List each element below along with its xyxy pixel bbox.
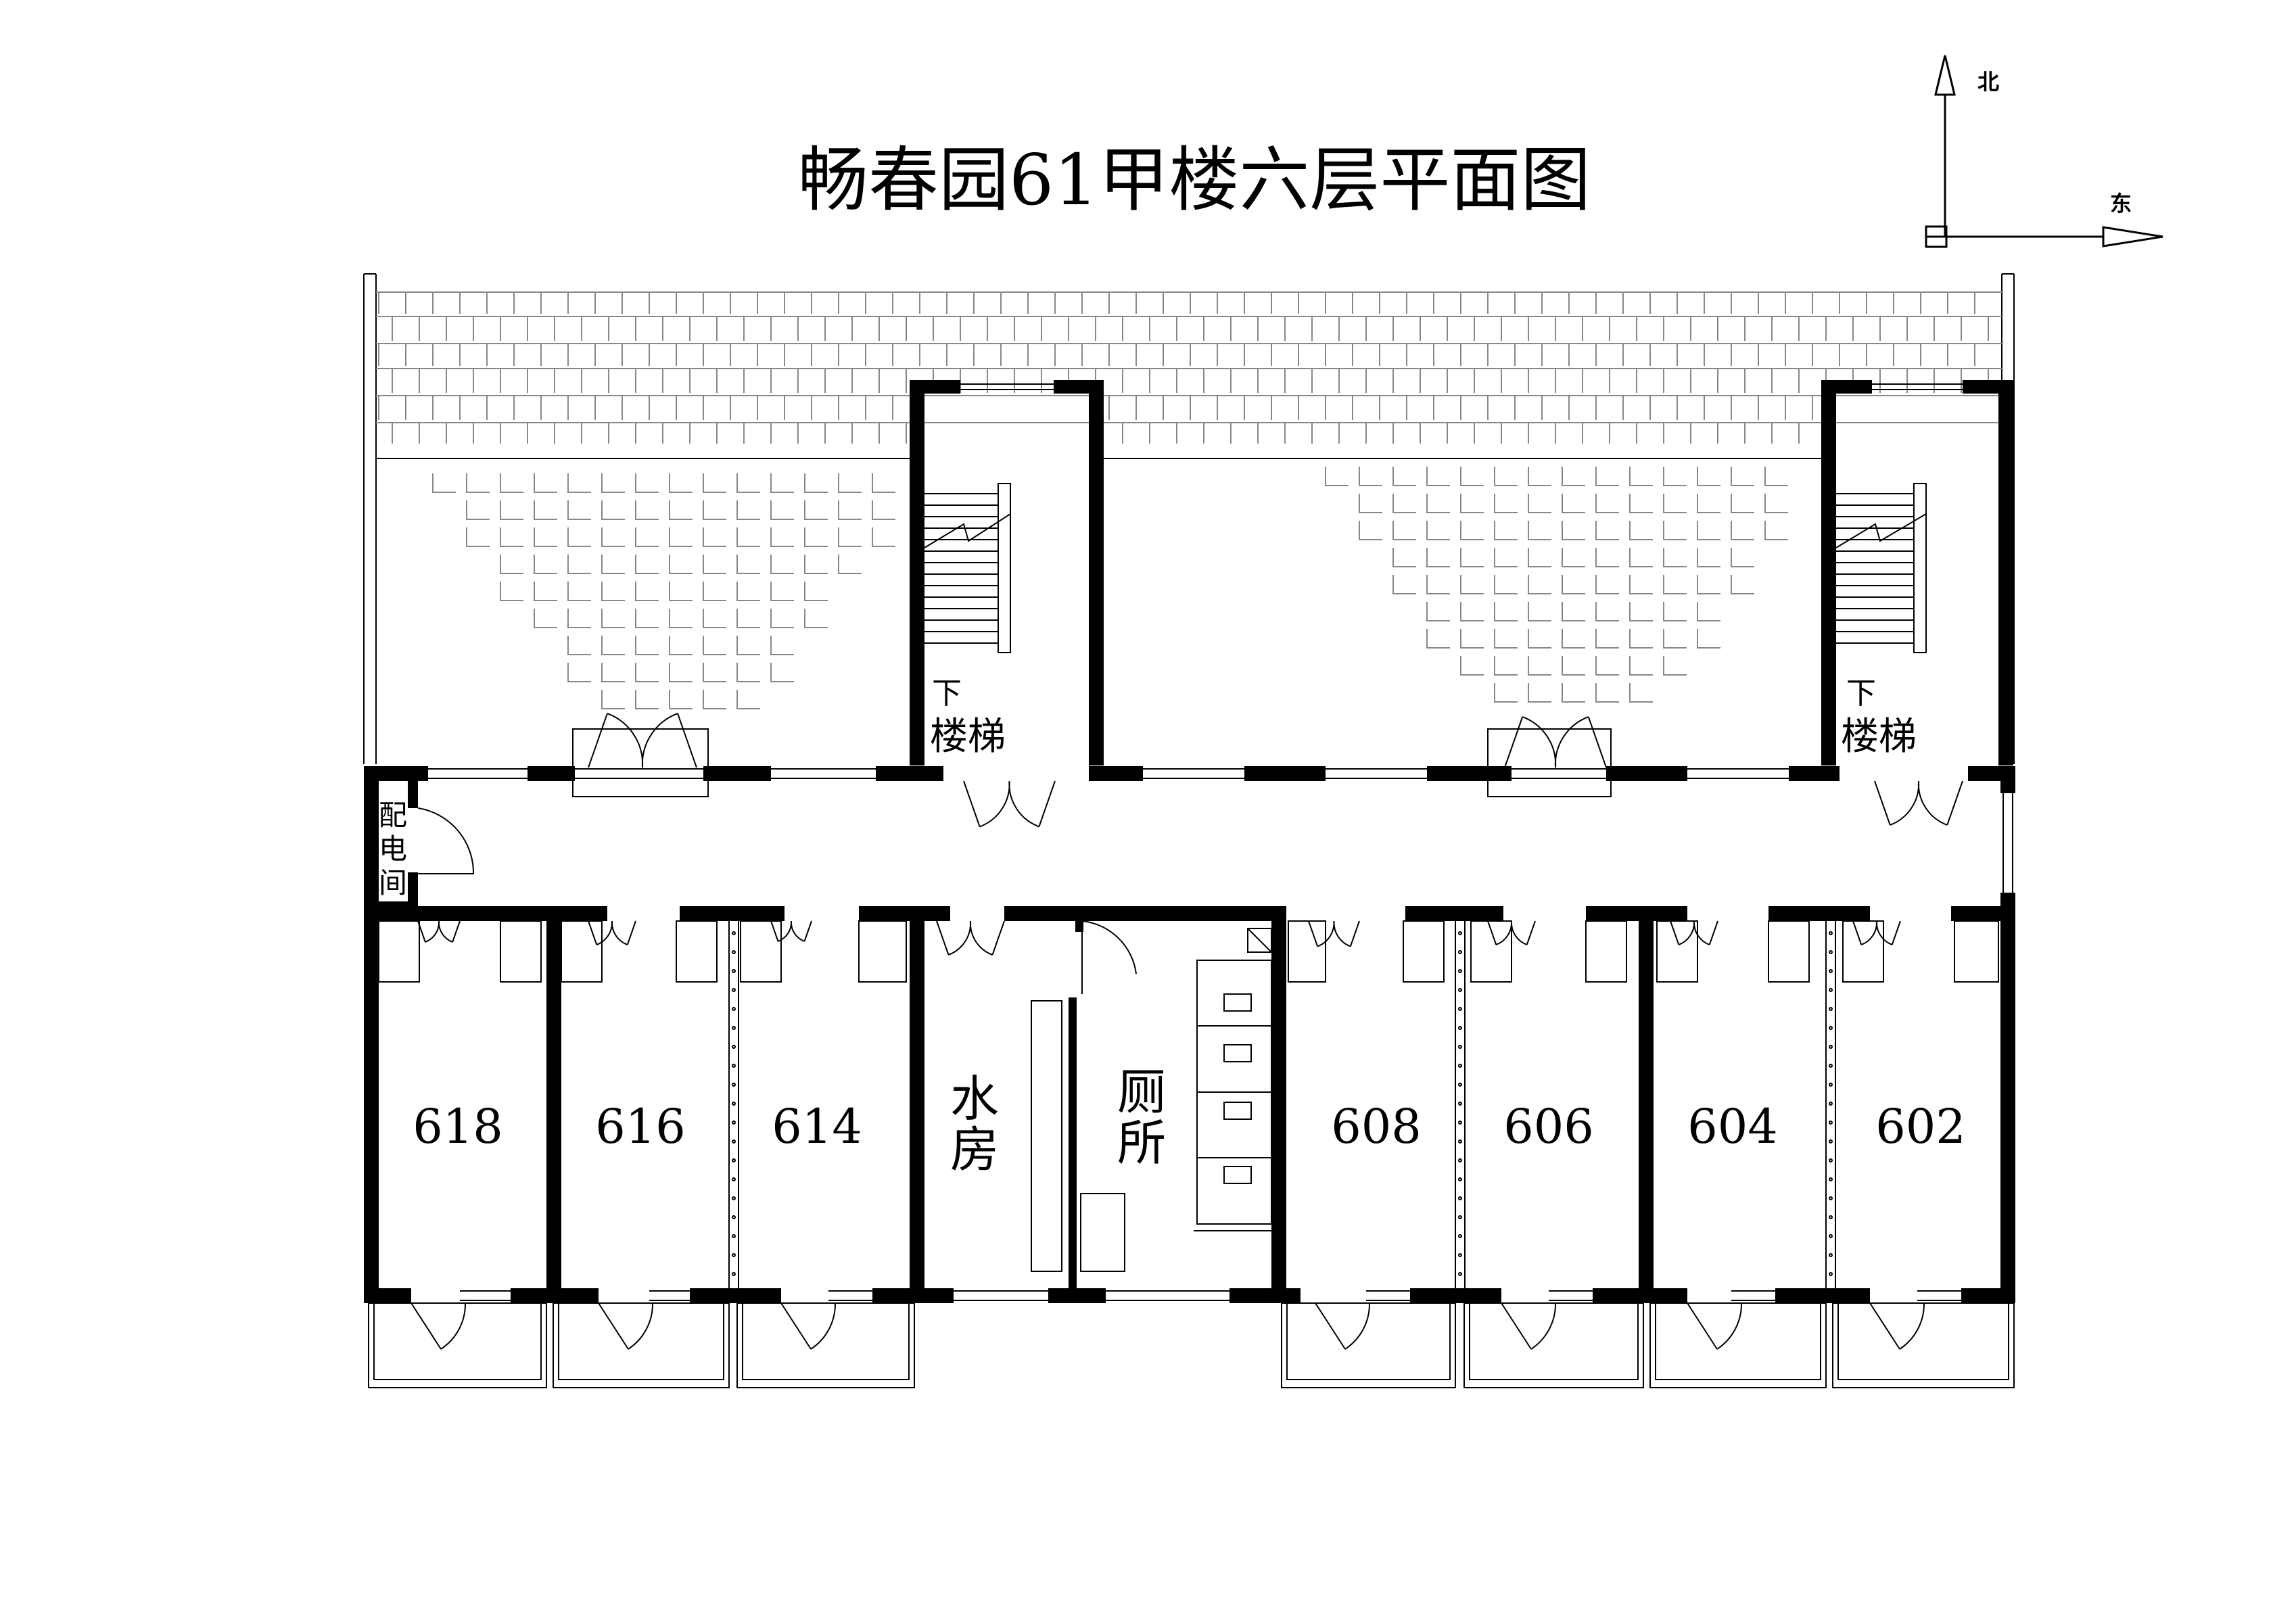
power-room-label-3: 间 (379, 866, 407, 899)
room-602: 602 (1875, 1099, 1966, 1154)
north-wall (364, 728, 2014, 797)
toilet-label-2: 所 (1117, 1114, 1166, 1171)
room-606: 606 (1503, 1099, 1594, 1154)
room-616: 616 (595, 1099, 686, 1154)
stair-label-west: 楼梯 (930, 715, 1006, 759)
washroom-fixtures (1031, 920, 1137, 1302)
stairwell-west (910, 380, 1104, 765)
east-wall (2000, 766, 2015, 1302)
north-arrow-icon (1925, 55, 2163, 248)
stairwell-east (1821, 380, 2013, 765)
washroom-label-1: 水 (950, 1070, 999, 1127)
room-604: 604 (1687, 1099, 1778, 1154)
power-room-label-1: 配 (379, 799, 407, 832)
corridor-south-wall (364, 906, 2015, 921)
washroom: 水 房 (950, 1070, 999, 1178)
east-label: 东 (2110, 191, 2132, 216)
roof-terrace (363, 273, 2015, 764)
stair-down-label-west: 下 (932, 676, 962, 711)
room-614: 614 (772, 1099, 862, 1154)
toilet-fixtures (1194, 928, 1272, 1231)
power-room-label-2: 电 (379, 832, 407, 866)
room-618: 618 (413, 1099, 503, 1154)
partitions (364, 906, 1836, 1302)
stair-down-label-east: 下 (1846, 676, 1876, 711)
balcony-doors (411, 1302, 1925, 1350)
toilet: 厕 所 (1117, 1064, 1166, 1171)
corridor-doors (378, 713, 1999, 983)
north-label: 北 (1977, 69, 1999, 95)
toilet-label-1: 厕 (1117, 1064, 1166, 1121)
power-room: 配 电 间 (379, 799, 407, 899)
washroom-label-2: 房 (950, 1121, 999, 1178)
south-wall (364, 1288, 2015, 1388)
plan-title: 畅春园61甲楼六层平面图 (798, 139, 1591, 221)
stair-label-east: 楼梯 (1841, 715, 1917, 759)
room-608: 608 (1331, 1099, 1422, 1154)
